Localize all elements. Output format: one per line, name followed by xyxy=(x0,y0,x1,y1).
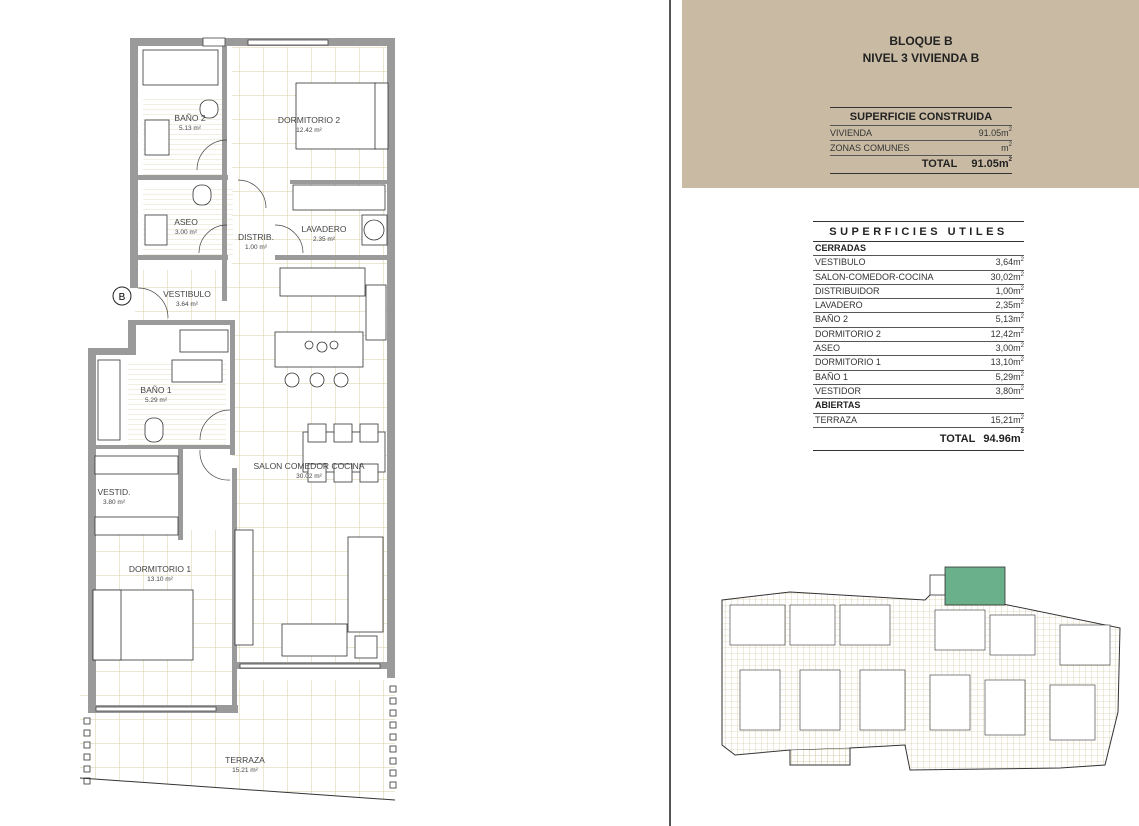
row-value: 30,02m2 xyxy=(990,271,1024,282)
room-label: BAÑO 2 xyxy=(174,113,205,123)
wardrobe-2 xyxy=(292,184,386,211)
room-area: 30.02 m² xyxy=(296,473,322,480)
kitchen-counter xyxy=(279,267,366,297)
table-title: SUPERFICIES UTILES xyxy=(813,221,1024,242)
terrace-posts xyxy=(83,685,397,789)
wardrobe-vestidor-2 xyxy=(94,516,179,536)
row-label: DORMITORIO 2 xyxy=(815,328,881,339)
tv-unit xyxy=(234,529,254,646)
table-row: ASEO 3,00m2 xyxy=(813,342,1024,357)
table-row: LAVADERO 2,35m2 xyxy=(813,299,1024,314)
room-area: 5.29 m² xyxy=(145,397,168,404)
superficie-construida-table: SUPERFICIE CONSTRUIDA VIVIENDA 91.05m2 Z… xyxy=(830,107,1012,174)
room-area: 3.64 m² xyxy=(176,301,199,308)
table-title: SUPERFICIE CONSTRUIDA xyxy=(830,108,1012,126)
room-area: 13.10 m² xyxy=(147,576,173,583)
page-divider xyxy=(669,0,671,826)
room-label: SALON COMEDOR COCINA xyxy=(254,461,365,471)
row-label: VESTIDOR xyxy=(815,385,862,396)
toilet-bano-2 xyxy=(199,99,219,119)
windows xyxy=(95,37,381,712)
block-title: BLOQUE B xyxy=(889,34,953,48)
room-labels: BAÑO 2 5.13 m² DORMITORIO 2 12.42 m² ASE… xyxy=(97,113,364,774)
table-row: VESTIDOR 3,80m2 xyxy=(813,385,1024,400)
section-abiertas: ABIERTAS xyxy=(813,399,1024,414)
toilet-aseo xyxy=(192,184,212,206)
svg-text:B: B xyxy=(119,292,126,303)
room-area: 5.13 m² xyxy=(179,125,202,132)
row-label: BAÑO 2 xyxy=(815,314,849,325)
row-label: SALON-COMEDOR-COCINA xyxy=(815,271,934,282)
pool xyxy=(944,566,1006,606)
entrance-marker: B xyxy=(112,286,132,306)
table-row: BAÑO 1 5,29m2 xyxy=(813,371,1024,385)
wardrobe-vestidor-1 xyxy=(94,455,179,475)
room-label: VESTIBULO xyxy=(163,289,211,299)
room-area: 3.00 m² xyxy=(175,229,198,236)
row-label: BAÑO 1 xyxy=(815,371,849,382)
row-value: 3,80m2 xyxy=(995,385,1024,396)
bed-2 xyxy=(295,82,377,150)
row-label: DISTRIBUIDOR xyxy=(815,285,880,296)
sink xyxy=(365,284,387,341)
unit-title: NIVEL 3 VIVIENDA B xyxy=(862,51,980,65)
toilet-bano-1 xyxy=(144,417,164,443)
table-row: DORMITORIO 2 12,42m2 xyxy=(813,328,1024,343)
row-value: 3,64m2 xyxy=(995,257,1024,268)
table-row: ZONAS COMUNES m2 xyxy=(830,141,1012,156)
terrace-edge xyxy=(79,777,396,801)
room-area: 3.80 m² xyxy=(103,499,126,506)
room-area: 12.42 m² xyxy=(296,127,322,134)
shower-bano-2 xyxy=(142,49,219,86)
superficies-utiles-table: SUPERFICIES UTILES CERRADAS VESTIBULO 3,6… xyxy=(813,221,1024,451)
row-value: 12,42m2 xyxy=(990,328,1024,339)
room-area: 15.21 m² xyxy=(232,767,258,774)
table-row: DORMITORIO 1 13,10m2 xyxy=(813,356,1024,371)
row-value: 1,00m2 xyxy=(995,285,1024,296)
room-area: 2.35 m² xyxy=(313,236,336,243)
table-row: VIVIENDA 91.05m2 xyxy=(830,126,1012,141)
room-label: ASEO xyxy=(174,217,198,227)
row-value: 5,29m2 xyxy=(995,371,1024,382)
sink-aseo xyxy=(144,214,168,246)
row-label: VESTIBULO xyxy=(815,257,866,268)
terrace-floor xyxy=(80,680,395,800)
section-cerradas: CERRADAS xyxy=(813,242,1024,257)
header-panel: BLOQUE B NIVEL 3 VIVIENDA B SUPERFICIE C… xyxy=(682,0,1139,188)
doors xyxy=(137,139,304,481)
table-row: DISTRIBUIDOR 1,00m2 xyxy=(813,285,1024,300)
row-value: 2,35m2 xyxy=(995,300,1024,311)
table-row: VESTIBULO 3,64m2 xyxy=(813,256,1024,271)
furniture xyxy=(92,49,389,661)
sink-bano-1 xyxy=(171,359,223,383)
row-value: 15,21m2 xyxy=(990,414,1024,425)
total-row: TOTAL 94.96m2 xyxy=(813,428,1024,451)
room-area: 1.00 m² xyxy=(245,244,268,251)
room-label: TERRAZA xyxy=(225,755,265,765)
row-value: 3,00m2 xyxy=(995,343,1024,354)
row-label: ASEO xyxy=(815,343,841,354)
sofa xyxy=(347,536,384,633)
room-label: DISTRIB. xyxy=(238,232,274,242)
total-row: TOTAL 91.05m2 xyxy=(830,156,1012,174)
table-row: SALON-COMEDOR-COCINA 30,02m2 xyxy=(813,271,1024,285)
room-label: BAÑO 1 xyxy=(140,385,171,395)
sink-bano-2 xyxy=(144,119,170,156)
row-value: 13,10m2 xyxy=(990,357,1024,368)
shower-bano-1 xyxy=(97,359,121,441)
room-label: VESTID. xyxy=(97,487,130,497)
table-row: TERRAZA 15,21m2 xyxy=(813,414,1024,428)
row-label: DORMITORIO 1 xyxy=(815,357,881,368)
site-key-plan xyxy=(721,566,1121,771)
room-label: DORMITORIO 2 xyxy=(278,115,340,125)
floor-area xyxy=(80,47,395,800)
table-row: BAÑO 2 5,13m2 xyxy=(813,313,1024,328)
row-label: LAVADERO xyxy=(815,300,863,311)
armchair xyxy=(281,623,348,657)
room-label: LAVADERO xyxy=(301,224,346,234)
row-value: 5,13m2 xyxy=(995,314,1024,325)
row-label: TERRAZA xyxy=(815,414,858,425)
room-label: DORMITORIO 1 xyxy=(129,564,191,574)
